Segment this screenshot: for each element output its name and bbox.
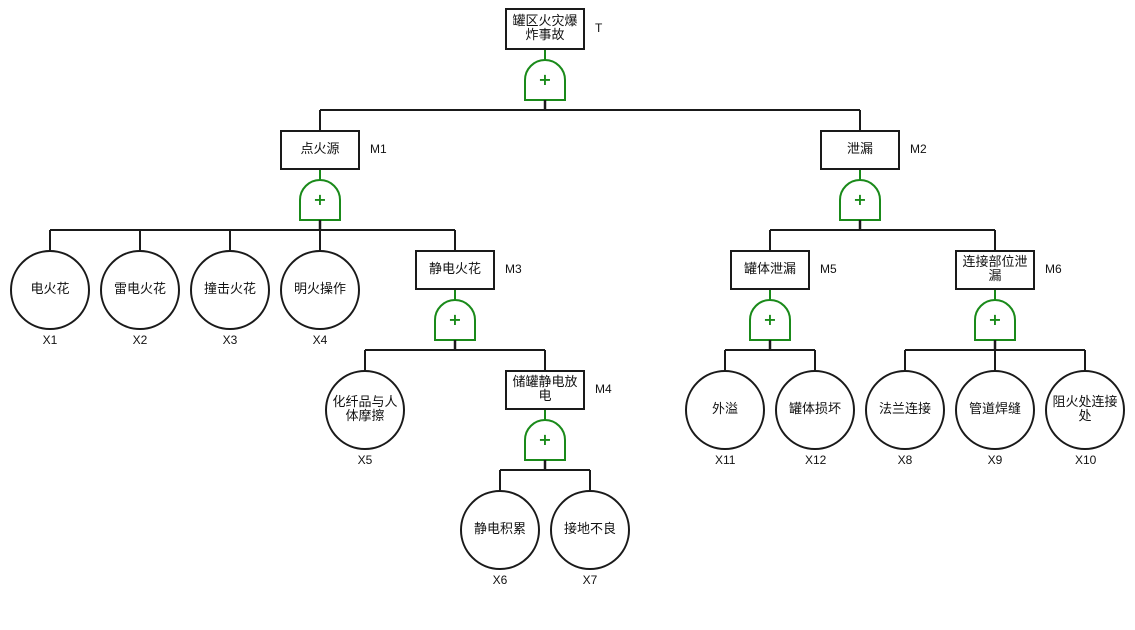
basic-event-x6[interactable]: 静电积累: [460, 490, 540, 570]
event-label: 阻火处连接处: [1052, 395, 1118, 424]
event-code: X4: [312, 333, 328, 347]
intermediate-event-m2[interactable]: 泄漏: [820, 130, 900, 170]
basic-event-x9[interactable]: 管道焊缝: [955, 370, 1035, 450]
basic-event-x3[interactable]: 撞击火花: [190, 250, 270, 330]
event-label: 罐体损坏: [788, 402, 841, 417]
basic-event-x12[interactable]: 罐体损坏: [775, 370, 855, 450]
gate-symbol: +: [853, 190, 866, 209]
event-code: T: [595, 21, 603, 35]
or-gate-icon: [434, 299, 476, 341]
event-code: M5: [820, 262, 837, 276]
basic-event-x4[interactable]: 明火操作: [280, 250, 360, 330]
event-label: 连接部位泄漏: [962, 255, 1028, 284]
event-code: X12: [805, 453, 827, 467]
event-label: 静电积累: [473, 522, 526, 537]
event-label: 罐体泄漏: [743, 262, 796, 277]
gate-symbol: +: [538, 70, 551, 89]
event-label: 法兰连接: [878, 402, 931, 417]
event-label: 电火花: [30, 282, 70, 297]
event-code: M2: [910, 142, 927, 156]
event-code: X8: [897, 453, 913, 467]
event-label: 明火操作: [293, 282, 346, 297]
event-label: 接地不良: [563, 522, 616, 537]
basic-event-x2[interactable]: 雷电火花: [100, 250, 180, 330]
basic-event-x11[interactable]: 外溢: [685, 370, 765, 450]
event-label: 撞击火花: [203, 282, 256, 297]
event-code: X11: [715, 453, 736, 467]
event-code: X5: [357, 453, 373, 467]
or-gate-icon: [299, 179, 341, 221]
event-label: 储罐静电放电: [512, 375, 578, 404]
or-gate-icon: [524, 419, 566, 461]
intermediate-event-m4[interactable]: 储罐静电放电: [505, 370, 585, 410]
event-code: X6: [492, 573, 508, 587]
event-code: X10: [1075, 453, 1097, 467]
event-code: M1: [370, 142, 387, 156]
event-code: M3: [505, 262, 522, 276]
basic-event-x10[interactable]: 阻火处连接处: [1045, 370, 1125, 450]
basic-event-x5[interactable]: 化纤品与人体摩擦: [325, 370, 405, 450]
intermediate-event-m5[interactable]: 罐体泄漏: [730, 250, 810, 290]
event-code: X9: [987, 453, 1003, 467]
event-code: M6: [1045, 262, 1062, 276]
event-label: 泄漏: [846, 142, 873, 157]
top-event-t[interactable]: 罐区火灾爆炸事故: [505, 8, 585, 50]
event-code: X3: [222, 333, 238, 347]
event-label: 点火源: [300, 142, 340, 157]
or-gate-icon: [839, 179, 881, 221]
gate-symbol: +: [313, 190, 326, 209]
intermediate-event-m1[interactable]: 点火源: [280, 130, 360, 170]
event-label: 管道焊缝: [968, 402, 1021, 417]
event-code: X7: [582, 573, 598, 587]
or-gate-icon: [524, 59, 566, 101]
basic-event-x8[interactable]: 法兰连接: [865, 370, 945, 450]
intermediate-event-m3[interactable]: 静电火花: [415, 250, 495, 290]
intermediate-event-m6[interactable]: 连接部位泄漏: [955, 250, 1035, 290]
event-label: 雷电火花: [113, 282, 166, 297]
event-label: 静电火花: [428, 262, 481, 277]
event-label: 罐区火灾爆炸事故: [512, 14, 578, 43]
event-code: M4: [595, 382, 612, 396]
gate-symbol: +: [448, 310, 461, 329]
basic-event-x7[interactable]: 接地不良: [550, 490, 630, 570]
gate-symbol: +: [763, 310, 776, 329]
event-label: 外溢: [711, 402, 738, 417]
or-gate-icon: [749, 299, 791, 341]
event-code: X2: [132, 333, 148, 347]
or-gate-icon: [974, 299, 1016, 341]
gate-symbol: +: [538, 430, 551, 449]
event-code: X1: [42, 333, 58, 347]
basic-event-x1[interactable]: 电火花: [10, 250, 90, 330]
gate-symbol: +: [988, 310, 1001, 329]
event-label: 化纤品与人体摩擦: [332, 395, 398, 424]
